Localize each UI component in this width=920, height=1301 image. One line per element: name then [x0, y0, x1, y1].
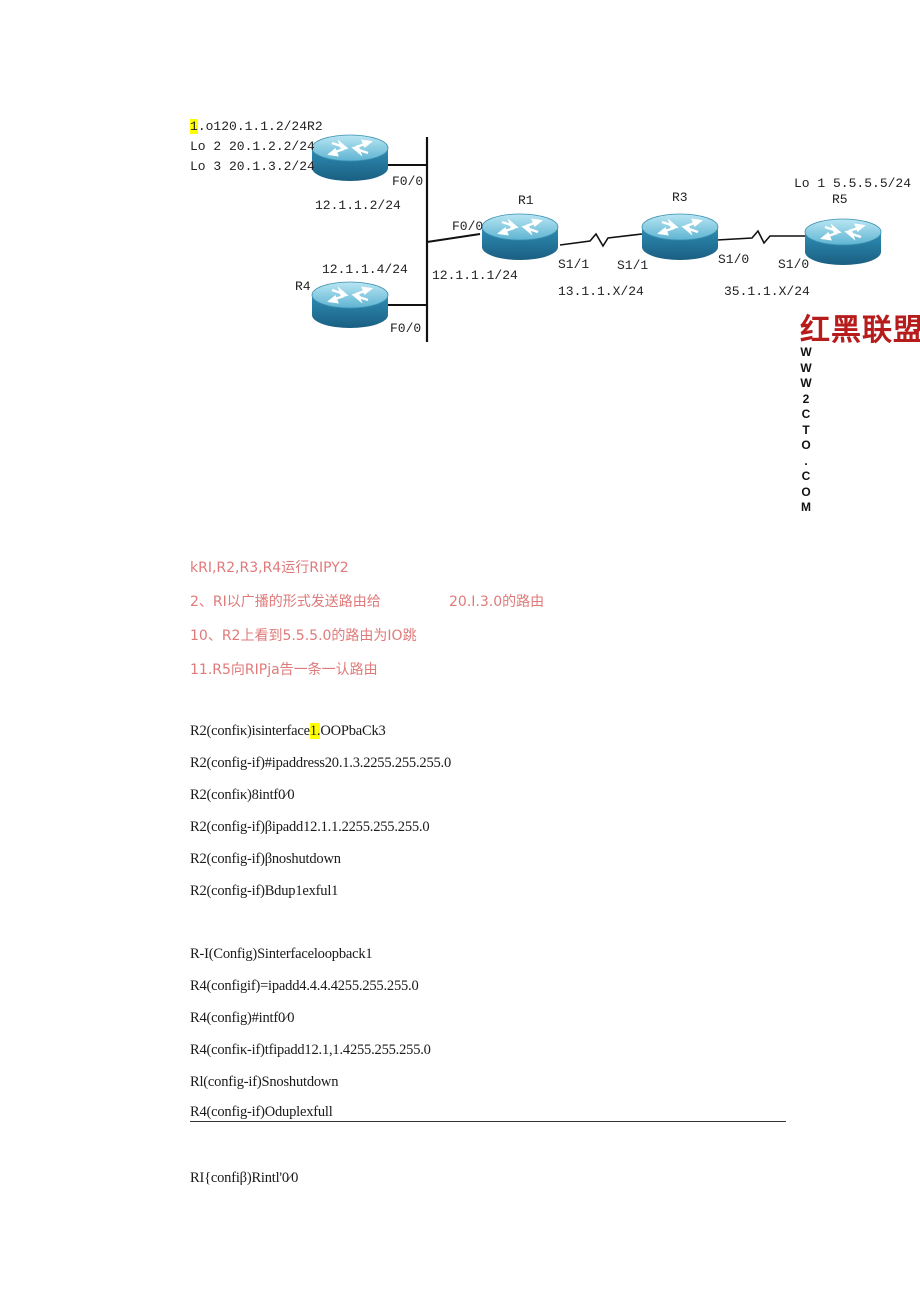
watermark-vertical: W W W 2 C T O . C O M	[798, 345, 814, 516]
watermark-char: W	[800, 360, 812, 375]
watermark-char: O	[801, 438, 811, 452]
router-r3-icon	[640, 212, 720, 262]
task-item: 2、RI以广播的形式发送路由给	[190, 594, 381, 610]
net-13-label: 13.1.1.X/24	[558, 284, 644, 299]
link-r1-bus	[426, 233, 481, 243]
command-line: R4(configif)=ipadd4.4.4.4255.255.255.0	[190, 978, 419, 994]
command-line: R2(confiκ)8intf0⁄0	[190, 787, 295, 803]
router-r1-icon	[480, 212, 560, 262]
r3-s11-label: S1/1	[617, 258, 649, 273]
highlight-mark: 1.	[309, 723, 321, 739]
r2-lo2-label: Lo 2 20.1.2.2/24	[190, 139, 315, 154]
command-line: R4(confiκ-if)tfipadd12.1,1.4255.255.255.…	[190, 1042, 431, 1058]
command-line: R2(config-if)#ipaddress20.1.3.2255.255.2…	[190, 755, 452, 771]
watermark-char: .	[804, 453, 808, 468]
network-topology-diagram	[310, 133, 883, 342]
watermark-char: T	[802, 422, 810, 437]
command-line: R2(config-if)Bdup1exful1	[190, 883, 339, 899]
r2-lo3-label: Lo 3 20.1.3.2/24	[190, 159, 315, 174]
watermark-char: W	[800, 345, 812, 359]
watermark-char: W	[800, 376, 812, 390]
command-line: R2(config-if)βipadd12.1.1.2255.255.255.0	[190, 819, 430, 835]
task-item: kRI,R2,R3,R4运行RIPY2	[190, 560, 349, 576]
watermark-char: M	[801, 500, 811, 514]
watermark-char: C	[801, 469, 811, 483]
r4-ip-label: 12.1.1.4/24	[322, 262, 408, 277]
command-line: R4(config)#intf0⁄0	[190, 1010, 295, 1026]
task-item-cont: 20.I.3.0的路由	[449, 594, 545, 610]
command-line: R-I(Config)Sinterfaceloopback1	[190, 946, 373, 962]
divider	[190, 1121, 786, 1122]
command-line: R2(config-if)βnoshutdown	[190, 851, 341, 867]
r2-lo1-label: 1.o120.1.1.2/24R2	[190, 119, 323, 134]
router-r4-icon	[310, 280, 390, 330]
watermark-char: C	[801, 407, 811, 421]
r1-f00-label: F0/0	[452, 219, 484, 234]
r4-name-label: R4	[295, 279, 311, 294]
serial-link-r3-r5	[716, 229, 805, 245]
r5-s10-label: S1/0	[778, 257, 810, 272]
r1-ip-label: 12.1.1.1/24	[432, 268, 518, 283]
r3-name-label: R3	[672, 190, 688, 205]
watermark-chinese: 红黑联盟	[800, 313, 920, 348]
task-item: 11.R5向RIPja告一条一认路由	[190, 662, 378, 678]
command-line: RI{confiβ)Rintl'0⁄0	[190, 1170, 299, 1186]
command-line: Rl(config-if)Snoshutdown	[190, 1074, 339, 1090]
task-item: 10、R2上看到5.5.5.0的路由为IO跳	[190, 628, 417, 644]
serial-link-r1-r3	[559, 232, 643, 248]
r1-s11-label: S1/1	[558, 257, 590, 272]
r4-f00-label: F0/0	[390, 321, 422, 336]
router-r5-icon	[803, 217, 883, 267]
command-line: R4(config-if)Oduplexfull	[190, 1104, 333, 1120]
r3-s10-label: S1/0	[718, 252, 750, 267]
net-35-label: 35.1.1.X/24	[724, 284, 810, 299]
command-line: R2(confiκ)isinterface1.OOPbaCk3	[190, 723, 386, 739]
router-r2-icon	[310, 133, 390, 183]
r5-lo1-label: Lo 1 5.5.5.5/24	[794, 176, 912, 191]
watermark-char: 2	[802, 391, 810, 406]
r2-ip-label: 12.1.1.2/24	[315, 198, 401, 213]
r2-f00-label: F0/0	[392, 174, 424, 189]
r5-name-label: R5	[832, 192, 848, 207]
highlight-mark: 1	[190, 119, 198, 134]
r1-name-label: R1	[518, 193, 534, 208]
watermark-char: O	[801, 484, 811, 499]
